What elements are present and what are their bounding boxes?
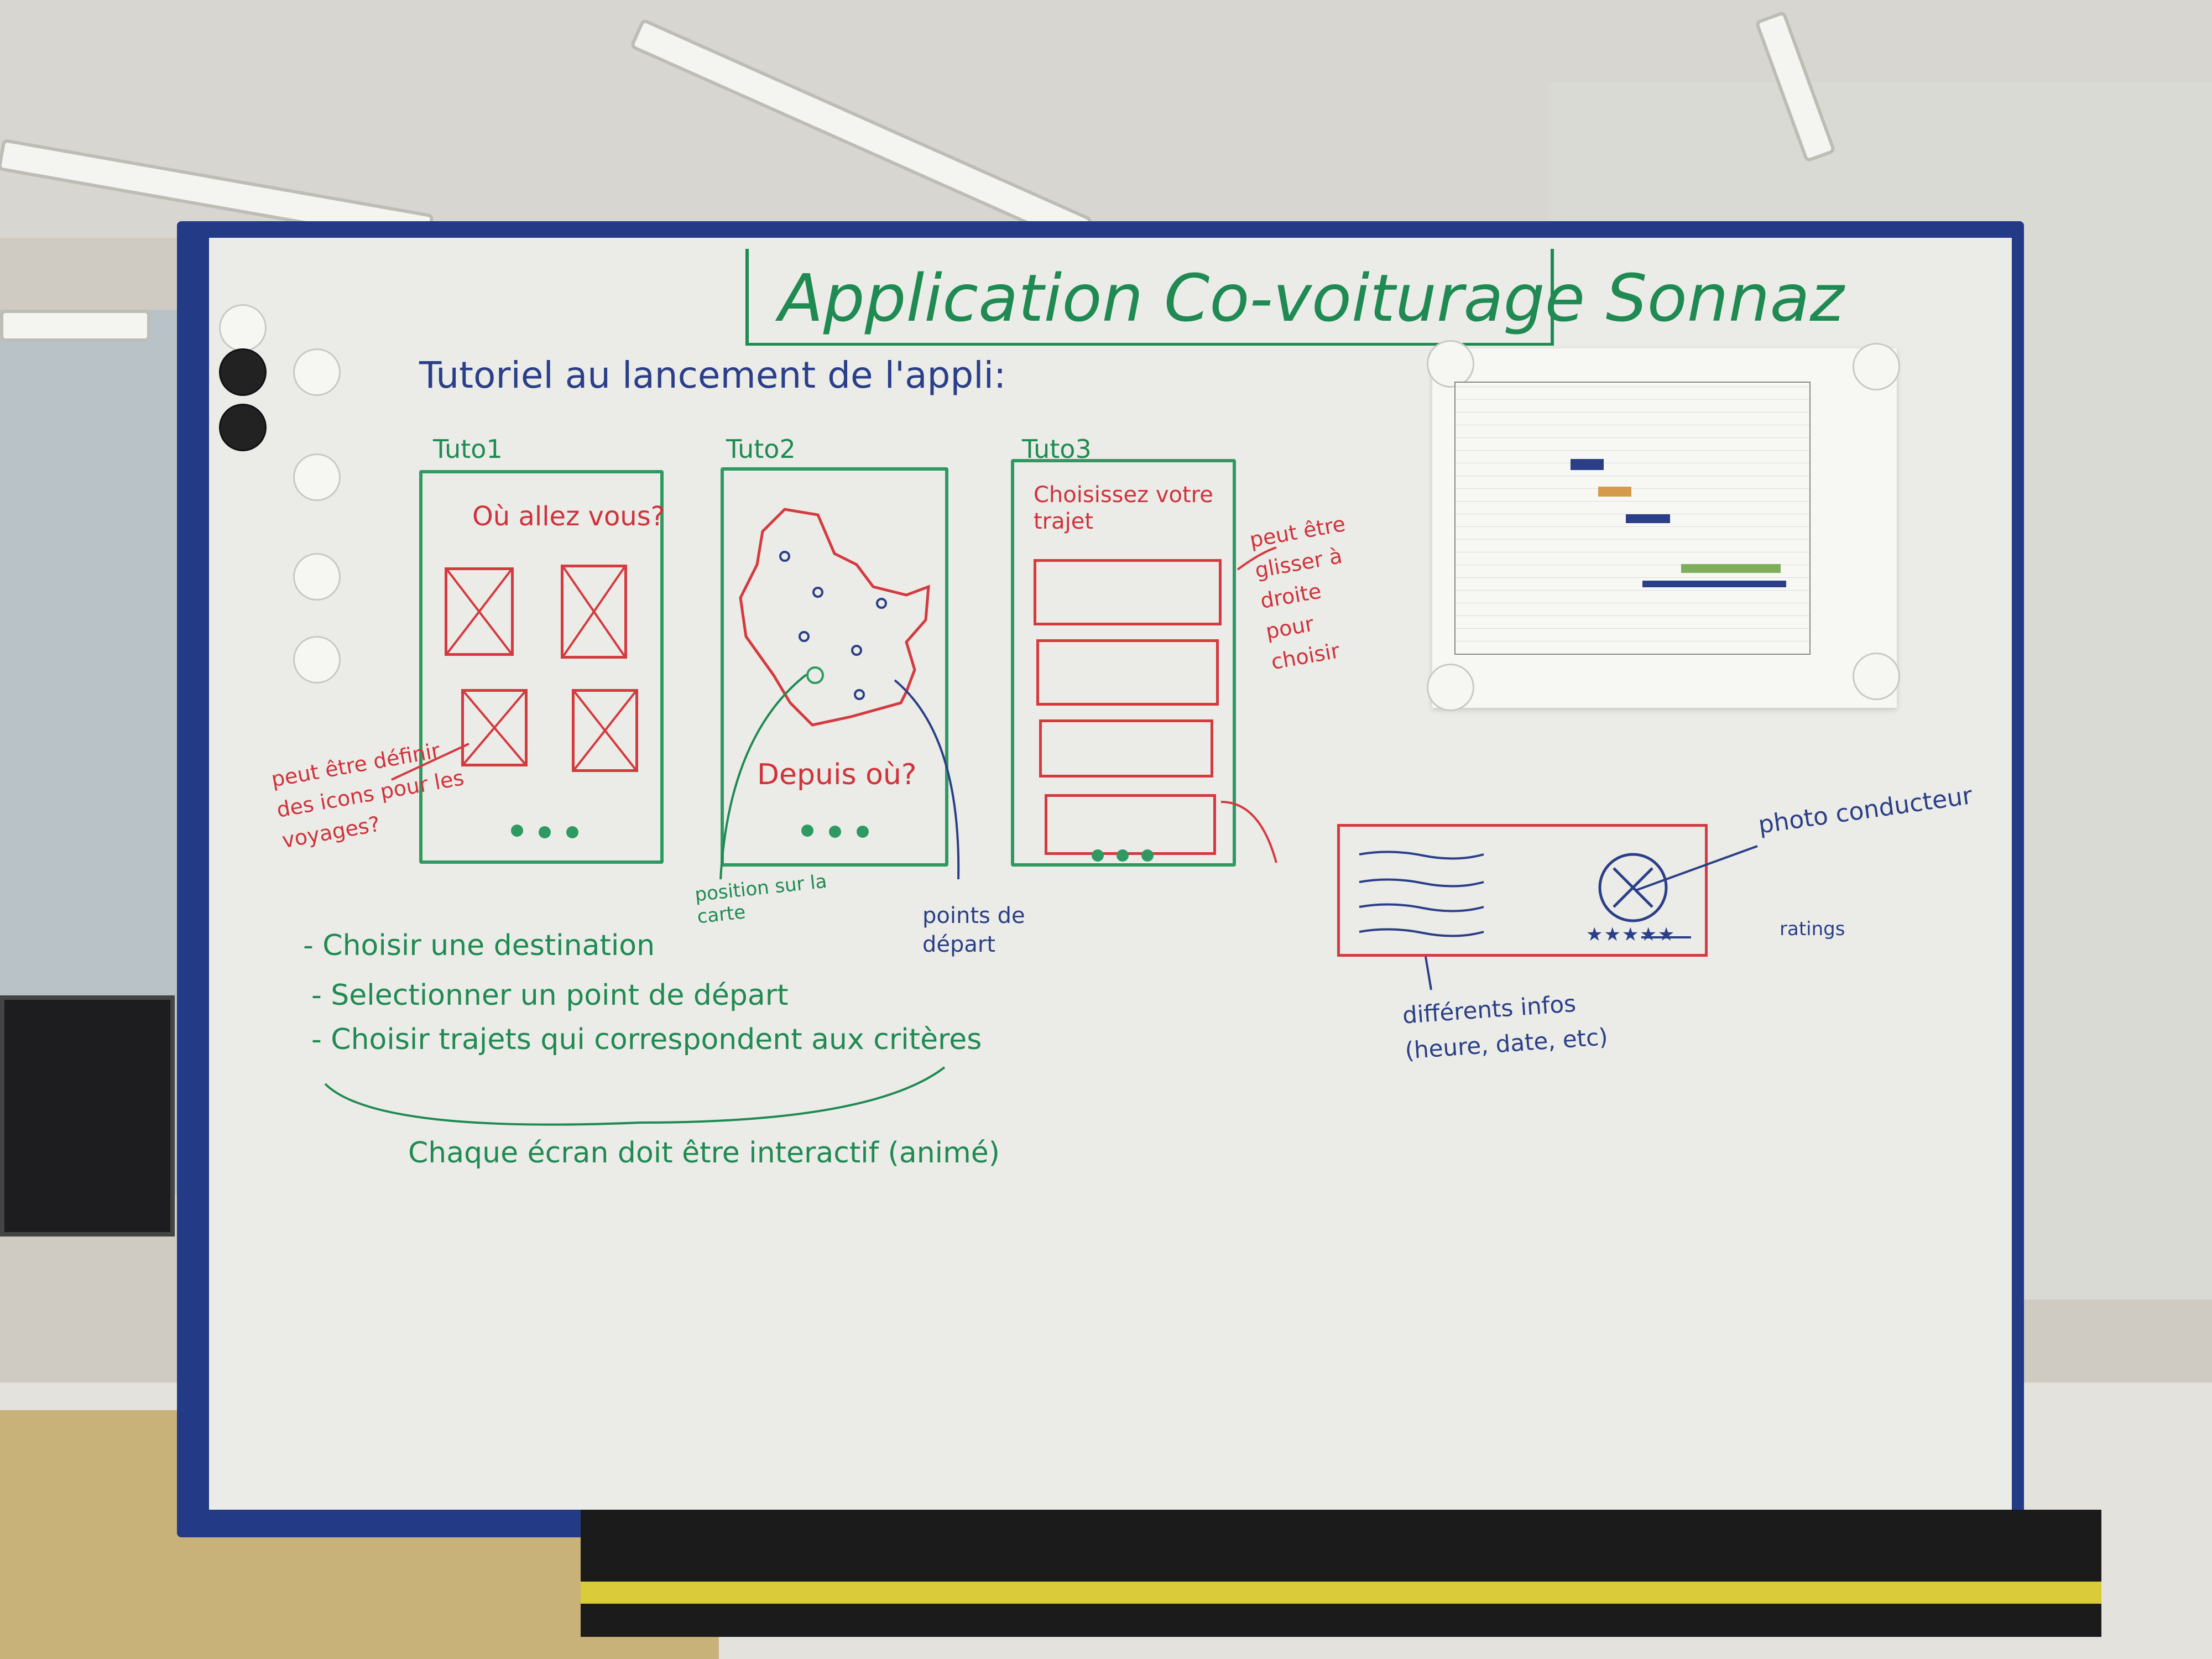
title-box [745, 249, 1554, 346]
page-dot [511, 825, 523, 837]
tuto1-label: Tuto1 [433, 434, 503, 464]
tutorial-heading: Tutoriel au lancement de l'appli: [419, 354, 1006, 397]
destination-icon-placeholder [561, 565, 627, 659]
page-dot [857, 826, 869, 838]
step-3: - Choisir trajets qui correspondent aux … [311, 1023, 982, 1056]
magnet [219, 404, 267, 451]
step-1: - Choisir une destination [303, 929, 655, 962]
gantt-bar [1598, 487, 1631, 497]
page-dot [539, 826, 551, 838]
tuto2-screen: Depuis où? [721, 467, 948, 867]
magnet [219, 348, 267, 396]
magnet [1853, 653, 1900, 700]
tuto1-screen: Où allez vous? [419, 470, 665, 864]
page-dot [801, 825, 813, 837]
tuto3-question: Choisissez votre trajet [1034, 482, 1213, 534]
page-dot [829, 826, 841, 838]
info-lines [1359, 851, 1484, 937]
board-title: Application Co-voiturage Sonnaz [779, 260, 1844, 336]
conclusion: Chaque écran doit être interactif (animé… [408, 1136, 1000, 1170]
trip-option [1036, 639, 1219, 706]
magnet [293, 553, 341, 601]
gantt-bar [1626, 514, 1670, 523]
tuto2-label: Tuto2 [726, 434, 796, 464]
gantt-bar [1571, 459, 1604, 470]
destination-icon-placeholder [572, 689, 638, 772]
page-dot [1117, 849, 1129, 862]
yellow-rail [581, 1582, 2101, 1604]
tuto1-question: Où allez vous? [472, 501, 665, 532]
destination-icon-placeholder [445, 567, 514, 656]
trip-card-sketch: ★★★★★ [1337, 824, 1708, 957]
trip-option [1039, 719, 1213, 778]
tuto2-question: Depuis où? [757, 758, 917, 791]
driver-photo-icon [1598, 853, 1668, 922]
magnet [1427, 664, 1474, 711]
gantt-bar [1642, 581, 1786, 587]
magnet [293, 636, 341, 684]
ratings-note: ratings [1780, 918, 1845, 940]
trip-option [1045, 794, 1216, 855]
magnet [1853, 343, 1900, 390]
magnet [293, 453, 341, 501]
page-dot [566, 826, 578, 838]
magnet [293, 348, 341, 396]
step-2: - Selectionner un point de départ [311, 979, 789, 1012]
rating-stars-icon: ★★★★★ [1586, 924, 1676, 946]
ceiling-lamp [0, 310, 150, 342]
map-points-note: points de départ [922, 903, 1025, 957]
map-outline [739, 508, 930, 727]
page-dot [1092, 849, 1104, 862]
magnet [1427, 340, 1474, 388]
monitor [0, 995, 175, 1237]
arrows [324, 546, 1758, 1126]
gantt-bar [1681, 564, 1781, 573]
pinned-gantt-sheet [1427, 340, 1900, 711]
destination-icon-placeholder [461, 689, 528, 766]
tuto3-screen: Choisissez votre trajet [1011, 459, 1236, 867]
page-dot [1141, 849, 1154, 862]
trip-option [1034, 559, 1222, 625]
marker-tray [581, 1510, 2101, 1637]
